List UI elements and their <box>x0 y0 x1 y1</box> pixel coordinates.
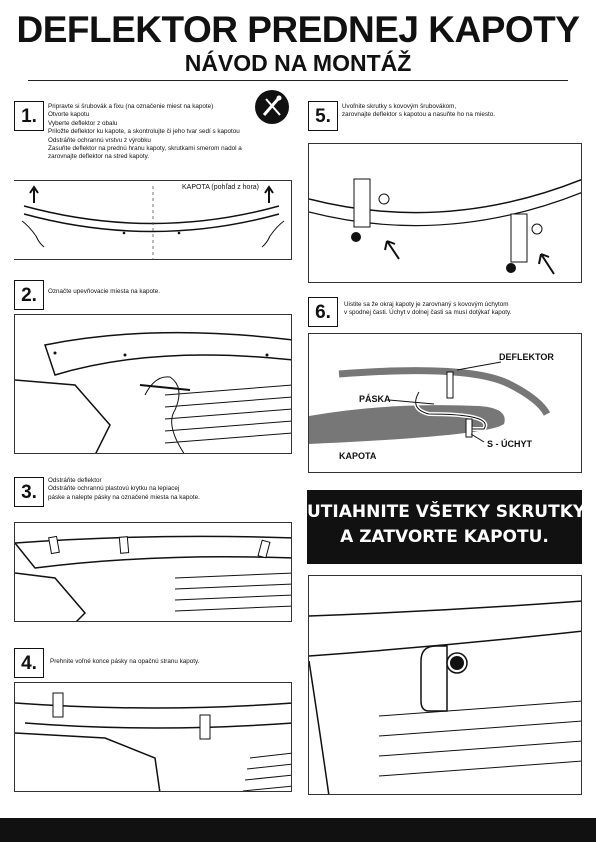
step-1-line: zarovnajte deflektor na stred kapoty. <box>48 153 150 161</box>
step-2-number: 2. <box>14 280 44 310</box>
callout-line-1: UTIAHNITE VŠETKY SKRUTKY <box>307 502 586 522</box>
step-4-figure <box>14 682 292 792</box>
label-deflektor: DEFLEKTOR <box>499 352 554 362</box>
step-5-figure <box>308 143 582 283</box>
step-5-line: Uvoľnite skrutky s kovovým šrubovákom, <box>342 103 457 110</box>
step-5-text: Uvoľnite skrutky s kovovým šrubovákom, z… <box>342 103 495 120</box>
step-2-figure <box>14 314 292 454</box>
step-1-figure-label: KAPOTA (pohľad z hora) <box>182 184 260 191</box>
step-4-line: Prehnite voľné konce pásky na opačnú str… <box>50 658 200 665</box>
step-3-line: páske a nalepte pásky na označené miesta… <box>48 493 200 501</box>
footer-bar <box>0 818 596 842</box>
label-paska: PÁSKA <box>359 394 391 404</box>
step-4-text: Prehnite voľné konce pásky na opačnú str… <box>50 658 199 666</box>
step-5-line: zarovnajte deflektor s kapotou a nasuňte… <box>342 111 495 119</box>
step-1-line: Zasuňte deflektor na prednú hranu kapoty… <box>48 145 242 153</box>
step-3-figure <box>14 522 292 622</box>
title-divider <box>28 80 568 81</box>
step-6-figure: DEFLEKTOR PÁSKA S - ÚCHYT KAPOTA <box>308 333 582 473</box>
step-2-line: Označte upevňovacie miesta na kapote. <box>48 288 161 295</box>
step-6-text: Uistite sa že okraj kapoty je zarovnaný … <box>344 301 511 318</box>
step-3-line: Odstráňte ochrannú plastovú krytku na le… <box>48 485 180 493</box>
step-1-number: 1. <box>14 101 44 131</box>
step-5-number: 5. <box>308 101 338 131</box>
step-6-line: Uistite sa že okraj kapoty je zarovnaný … <box>344 301 509 308</box>
step-3-text: Odstráňte deflektor Odstráňte ochrannú p… <box>48 477 200 502</box>
label-kapota: KAPOTA <box>339 451 377 461</box>
page-subtitle: NÁVOD NA MONTÁŽ <box>184 50 412 76</box>
label-s-uchyt: S - ÚCHYT <box>487 439 532 449</box>
step-1-text: Pripravte si šrubovák a fixu (na označen… <box>48 103 242 162</box>
final-figure <box>308 575 582 795</box>
step-2-text: Označte upevňovacie miesta na kapote. <box>48 288 160 296</box>
step-1-line: Priložte deflektor ku kapote, a skontrol… <box>48 128 240 136</box>
callout-line-2: A ZATVORTE KAPOTU. <box>340 527 549 547</box>
step-1-line: Vyberte deflektor z obalu <box>48 119 118 127</box>
tools-icon <box>255 90 289 124</box>
step-3-line: Odstráňte deflektor <box>48 477 102 484</box>
step-6-number: 6. <box>308 297 338 327</box>
step-1-line: Odstráňte ochrannú vrstvu z výrobku <box>48 136 151 144</box>
page-title: DEFLEKTOR PREDNEJ KAPOTY <box>16 9 580 50</box>
step-6-line: v spodnej časti. Úchyt v dolnej časti sa… <box>344 309 512 317</box>
step-4-number: 4. <box>14 648 44 678</box>
step-1-line: Pripravte si šrubovák a fixu (na označen… <box>48 103 214 110</box>
step-3-number: 3. <box>14 477 44 507</box>
final-callout-box: UTIAHNITE VŠETKY SKRUTKY A ZATVORTE KAPO… <box>307 490 586 564</box>
step-1-line: Otvorte kapotu <box>48 111 90 119</box>
step-1-figure: KAPOTA (pohľad z hora) <box>14 180 292 260</box>
